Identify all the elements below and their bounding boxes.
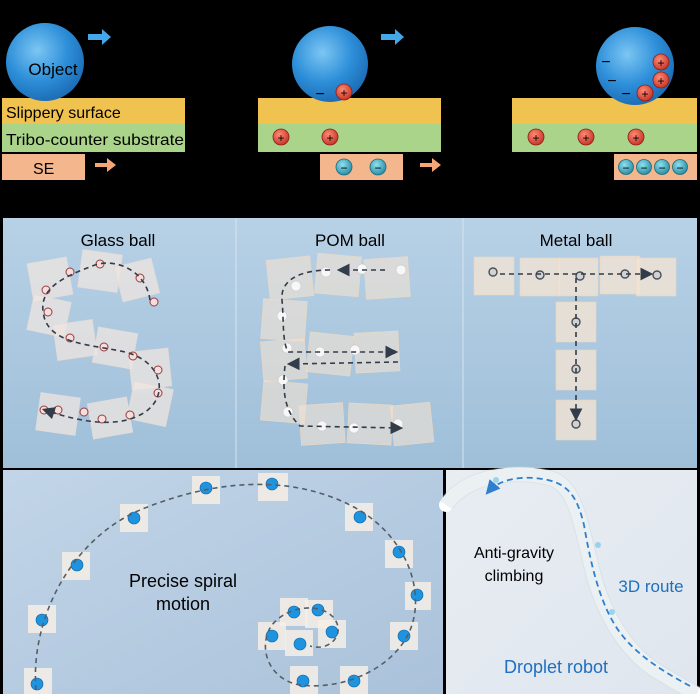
droplet-robot-label: Droplet robot — [504, 657, 608, 677]
svg-text:−: − — [676, 161, 683, 175]
slippery-layer — [258, 98, 441, 124]
svg-text:+: + — [632, 131, 639, 145]
spiral-trajectory-path — [34, 483, 417, 691]
svg-text:−: − — [640, 161, 647, 175]
spiral-motion-photo: Precise spiral motion — [3, 470, 443, 694]
e-trajectory-path-main — [281, 269, 399, 359]
se-motion-arrow-icon — [420, 158, 441, 172]
pom-ball-title: POM ball — [315, 231, 385, 250]
3d-route-label: 3D route — [618, 577, 683, 596]
e-trajectory-path-bottom — [283, 365, 404, 435]
pom-ball-panel: POM ball — [260, 231, 435, 447]
substrate-positive-charge: + — [627, 128, 645, 146]
anti-gravity-label-line1: Anti-gravity — [474, 545, 554, 562]
se-motion-arrow-icon — [95, 158, 116, 172]
ball-negative-charge: − — [607, 73, 616, 90]
ball-motion-arrow-icon — [381, 29, 404, 45]
spiral-motion-label-line1: Precise spiral — [129, 571, 237, 591]
svg-text:+: + — [326, 131, 333, 145]
object-label: Object — [28, 60, 77, 79]
substrate-layer — [2, 124, 185, 152]
substrate-positive-charge: + — [321, 128, 339, 146]
slippery-surface-label: Slippery surface — [6, 105, 121, 122]
anti-gravity-climbing-photo: Anti-gravity climbing 3D route Droplet r… — [439, 466, 700, 694]
glass-ball-title: Glass ball — [81, 231, 156, 250]
svg-text:−: − — [374, 161, 381, 175]
ball-positive-charge: + — [335, 83, 353, 101]
se-negative-charge: − — [369, 158, 387, 176]
svg-text:+: + — [657, 74, 664, 88]
object-ball — [596, 27, 674, 105]
climbing-tube — [439, 467, 700, 694]
substrate-positive-charge: + — [577, 128, 595, 146]
glass-ball-panel: Glass ball — [26, 231, 174, 440]
route-path — [485, 476, 691, 687]
svg-text:−: − — [340, 161, 347, 175]
stage-1: Object Slippery surface Tribo-counter su… — [2, 23, 185, 180]
se-negative-charge: − — [636, 159, 652, 175]
se-label: SE — [33, 161, 54, 178]
svg-text:+: + — [657, 56, 664, 70]
mechanism-schematic: Object Slippery surface Tribo-counter su… — [2, 23, 697, 180]
ball-negative-charge: − — [621, 86, 630, 103]
s-trajectory-path — [41, 262, 161, 424]
e-trajectory-path-return — [286, 357, 399, 371]
tribo-substrate-label: Tribo-counter substrate — [6, 132, 184, 149]
se-negative-charge: − — [335, 158, 353, 176]
substrate-positive-charge: + — [527, 128, 545, 146]
metal-ball-panel: Metal ball — [473, 231, 677, 441]
metal-ball-title: Metal ball — [540, 231, 613, 250]
ball-positive-charge: + — [636, 84, 654, 102]
se-electrode — [320, 154, 403, 180]
stage-2: − + + + − − — [258, 26, 441, 180]
se-negative-charge: − — [618, 159, 634, 175]
ball-trajectory-photos: Glass ball — [3, 218, 697, 468]
ball-positive-charge: + — [652, 71, 670, 89]
svg-text:−: − — [658, 161, 665, 175]
ball-negative-charge: − — [315, 86, 324, 103]
object-ball — [292, 26, 368, 102]
substrate-positive-charge: + — [272, 128, 290, 146]
svg-text:+: + — [582, 131, 589, 145]
ball-motion-arrow-icon — [88, 29, 111, 45]
spiral-motion-label-line2: motion — [156, 594, 210, 614]
svg-text:+: + — [340, 86, 347, 100]
se-negative-charge: − — [672, 159, 688, 175]
slippery-layer — [2, 98, 185, 124]
svg-text:+: + — [277, 131, 284, 145]
object-ball — [6, 23, 84, 101]
svg-text:+: + — [532, 131, 539, 145]
svg-text:+: + — [641, 87, 648, 101]
anti-gravity-label-line2: climbing — [485, 568, 544, 585]
svg-text:−: − — [622, 161, 629, 175]
stage-3: − − − + + + + + — [512, 27, 697, 180]
ball-positive-charge: + — [652, 53, 670, 71]
se-electrode — [2, 154, 85, 180]
slippery-layer — [512, 98, 697, 124]
ball-negative-charge: − — [601, 54, 610, 71]
se-negative-charge: − — [654, 159, 670, 175]
